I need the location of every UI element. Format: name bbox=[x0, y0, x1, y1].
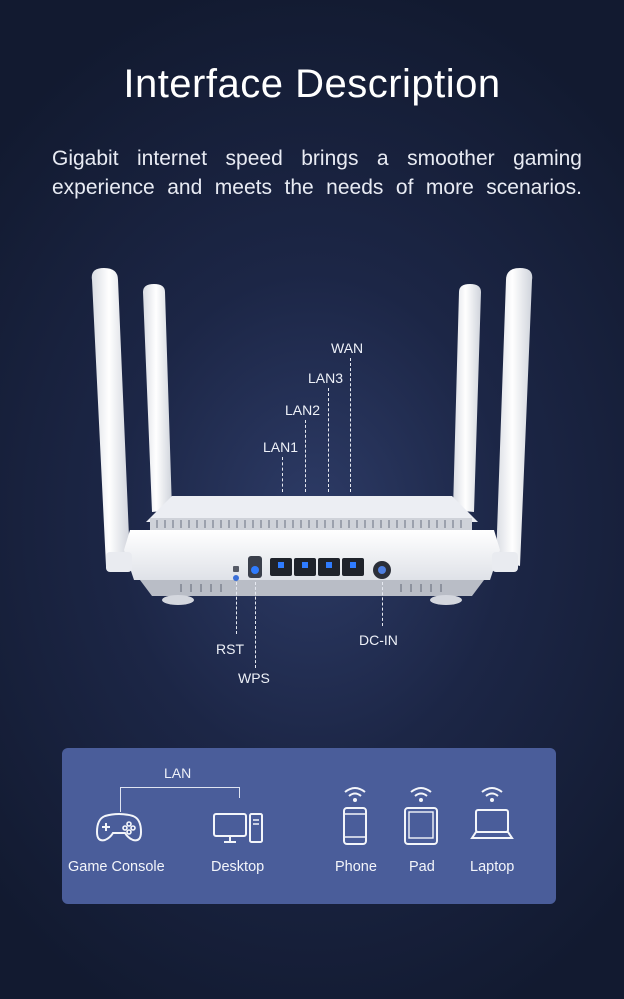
leader-lan1 bbox=[282, 457, 283, 492]
label-rst: RST bbox=[216, 641, 244, 657]
label-lan2: LAN2 bbox=[285, 402, 321, 418]
leader-lan3 bbox=[328, 388, 329, 492]
ethernet-ports bbox=[270, 558, 364, 576]
wifi-icon bbox=[410, 787, 432, 802]
leader-lan2 bbox=[305, 420, 306, 492]
page-title: Interface Description bbox=[123, 62, 501, 106]
tablet-icon bbox=[404, 807, 438, 845]
router-illustration bbox=[91, 268, 533, 605]
lan-bracket bbox=[120, 787, 240, 798]
wifi-icon bbox=[344, 787, 366, 802]
label-lan3: LAN3 bbox=[308, 370, 344, 386]
leader-wps bbox=[255, 582, 256, 668]
device-label-phone: Phone bbox=[335, 859, 377, 875]
leader-dc-in bbox=[382, 582, 383, 626]
antenna-right-outer bbox=[496, 268, 533, 566]
device-panel: LAN Game Console Desktop bbox=[62, 748, 556, 904]
label-lan1: LAN1 bbox=[263, 439, 299, 455]
device-label-pad: Pad bbox=[409, 859, 435, 875]
lan-bracket-drop bbox=[120, 798, 121, 812]
rst-button bbox=[233, 566, 239, 581]
device-pad bbox=[402, 786, 440, 846]
device-label-game-console: Game Console bbox=[68, 859, 165, 875]
lan-label: LAN bbox=[164, 765, 192, 781]
desktop-icon bbox=[213, 813, 263, 843]
antenna-left-inner bbox=[143, 284, 172, 512]
page-subtitle: Gigabit internet speed brings a smoother… bbox=[52, 147, 582, 199]
antenna-left-outer bbox=[91, 268, 130, 566]
device-laptop bbox=[470, 786, 514, 842]
label-wan: WAN bbox=[331, 340, 364, 356]
device-desktop bbox=[212, 812, 264, 844]
device-label-desktop: Desktop bbox=[211, 859, 265, 875]
label-dc-in: DC-IN bbox=[359, 632, 398, 648]
dc-in-port bbox=[373, 561, 391, 579]
leader-rst bbox=[236, 582, 237, 634]
device-game-console bbox=[94, 810, 144, 844]
wps-button bbox=[248, 556, 262, 578]
device-label-laptop: Laptop bbox=[470, 859, 515, 875]
laptop-icon bbox=[470, 809, 514, 839]
wifi-icon bbox=[481, 787, 503, 802]
label-wps: WPS bbox=[238, 670, 270, 686]
leader-wan bbox=[350, 358, 351, 492]
phone-icon bbox=[343, 807, 367, 845]
gamepad-icon bbox=[95, 813, 143, 842]
device-phone bbox=[340, 786, 370, 846]
antenna-right-inner bbox=[453, 284, 481, 512]
